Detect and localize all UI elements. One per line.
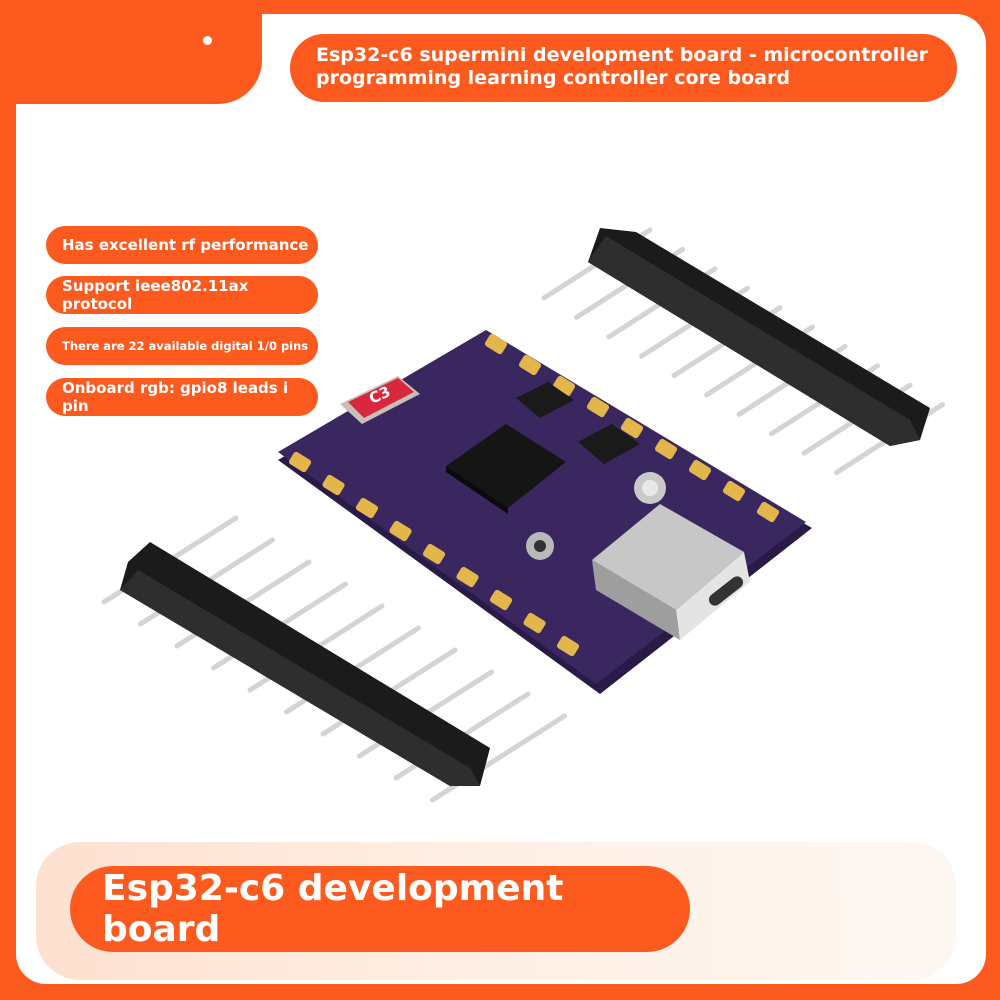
gpio-pad xyxy=(523,612,546,634)
gpio-pad xyxy=(620,417,644,439)
gpio-pad xyxy=(722,480,746,502)
pin-header-top xyxy=(541,227,945,476)
transistor-ic xyxy=(578,424,640,464)
usb-port-opening xyxy=(708,576,744,606)
pcb-board: C3 xyxy=(278,330,812,694)
pin-header-bottom xyxy=(101,515,567,803)
gpio-pad xyxy=(456,566,479,588)
led-pad xyxy=(634,472,666,504)
gpio-pad xyxy=(422,543,446,565)
gpio-pad xyxy=(322,474,345,496)
mcu-chip xyxy=(446,424,566,514)
gpio-pad xyxy=(389,520,412,542)
feature-badge-protocol: Support ieee802.11ax protocol xyxy=(46,276,318,314)
gpio-pad xyxy=(586,396,610,418)
title-line-2: programming learning controller core boa… xyxy=(316,67,790,89)
title-line-1: Esp32-c6 supermini development board - m… xyxy=(316,44,928,66)
gpio-pad xyxy=(484,333,508,355)
pcb-pads xyxy=(288,333,780,657)
usb-c-connector xyxy=(592,504,750,640)
gpio-pad xyxy=(489,589,513,611)
title-banner: Esp32-c6 supermini development board - m… xyxy=(290,34,957,102)
gpio-pad xyxy=(355,497,379,519)
feature-badge-rf: Has excellent rf performance xyxy=(46,226,318,264)
pin-header-bottom-face xyxy=(120,570,480,786)
gpio-pad xyxy=(552,375,576,397)
gpio-pad xyxy=(288,451,312,473)
logo-dot xyxy=(203,36,212,45)
logo-tab xyxy=(0,0,262,104)
feature-badge-pins: There are 22 available digital 1/0 pins xyxy=(46,327,318,365)
regulator-ic xyxy=(516,382,574,418)
gpio-pad xyxy=(556,635,580,657)
gpio-pad xyxy=(688,459,712,481)
pin-header-top-face xyxy=(588,236,920,446)
footer-banner: Esp32-c6 development board xyxy=(70,866,690,952)
antenna-chip: C3 xyxy=(340,376,420,424)
gpio-pad xyxy=(654,438,678,460)
feature-badge-rgb: Onboard rgb: gpio8 leads i pin xyxy=(46,378,318,416)
gpio-pad xyxy=(518,354,542,376)
boot-button xyxy=(526,532,554,560)
gpio-pad xyxy=(756,501,780,523)
